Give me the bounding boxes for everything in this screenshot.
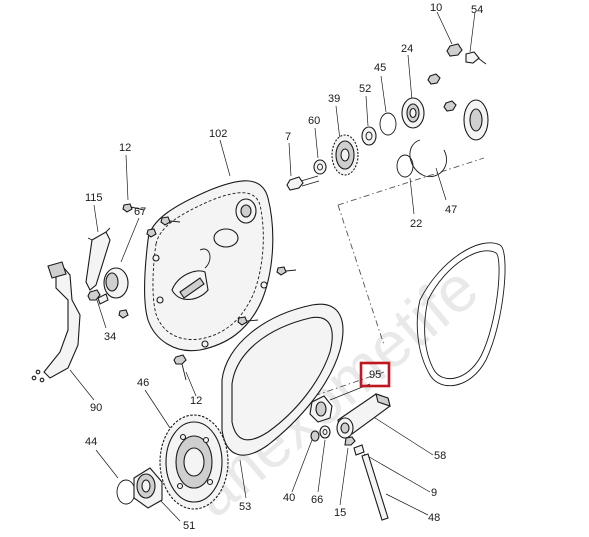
bushing-95 — [309, 383, 371, 423]
callout-7: 7 — [285, 131, 291, 143]
callout-90: 90 — [90, 402, 102, 414]
callout-66: 66 — [311, 494, 323, 506]
bearing-24 — [401, 54, 425, 129]
spacer-60 — [313, 127, 327, 175]
callout-60: 60 — [308, 115, 320, 127]
callout-58: 58 — [434, 450, 446, 462]
spacer-40 — [291, 430, 320, 493]
callout-115: 115 — [85, 192, 103, 204]
reference-line-upper — [337, 157, 485, 206]
bolts-12-upper — [122, 154, 297, 326]
reference-line-vertical — [337, 204, 385, 346]
highlight-box-95 — [359, 361, 391, 388]
belt-large — [416, 242, 506, 387]
callout-9: 9 — [431, 487, 437, 499]
callout-22: 22 — [410, 218, 422, 230]
callout-102: 102 — [209, 128, 227, 140]
callout-54: 54 — [471, 4, 483, 16]
callout-34: 34 — [104, 331, 116, 343]
shaft-58 — [336, 393, 434, 456]
ring-44 — [95, 449, 136, 505]
cap-67 — [103, 217, 140, 299]
seal-right — [463, 99, 489, 141]
bolt-12-lower — [173, 354, 197, 397]
callout-12-lower: 12 — [190, 395, 202, 407]
screw-7 — [286, 142, 320, 191]
pin-9 — [353, 444, 431, 493]
gear-39 — [331, 105, 359, 176]
callout-53: 53 — [239, 501, 251, 513]
callout-48: 48 — [428, 512, 440, 524]
clip-45 — [379, 75, 397, 136]
rod-48 — [361, 453, 429, 521]
callout-15: 15 — [334, 507, 346, 519]
callout-95: 95 — [369, 369, 381, 381]
callout-67: 67 — [134, 206, 146, 218]
callout-10: 10 — [430, 2, 442, 14]
washer-52 — [361, 95, 377, 146]
lever-90 — [31, 261, 95, 401]
callout-12-upper: 12 — [119, 142, 131, 154]
callout-47: 47 — [445, 204, 457, 216]
fitting-34 — [87, 289, 129, 329]
callout-46: 46 — [137, 377, 149, 389]
o-ring-22 — [396, 154, 415, 215]
tube-115 — [85, 204, 111, 291]
clip-15 — [339, 436, 356, 506]
callout-39: 39 — [328, 93, 340, 105]
bolt-10 — [436, 11, 463, 57]
gear-46 — [144, 389, 229, 510]
callout-52: 52 — [359, 83, 371, 95]
bearing-51 — [133, 467, 181, 522]
nut-small — [427, 73, 457, 112]
cover-102 — [143, 139, 274, 352]
belt-53 — [221, 303, 344, 499]
callout-45: 45 — [374, 62, 386, 74]
callout-24: 24 — [401, 43, 413, 55]
spacer-66 — [317, 425, 331, 493]
callout-40: 40 — [283, 492, 295, 504]
retaining-ring-47 — [409, 139, 447, 201]
callout-44: 44 — [85, 436, 97, 448]
callout-51: 51 — [183, 520, 195, 532]
plug-54 — [465, 11, 487, 65]
